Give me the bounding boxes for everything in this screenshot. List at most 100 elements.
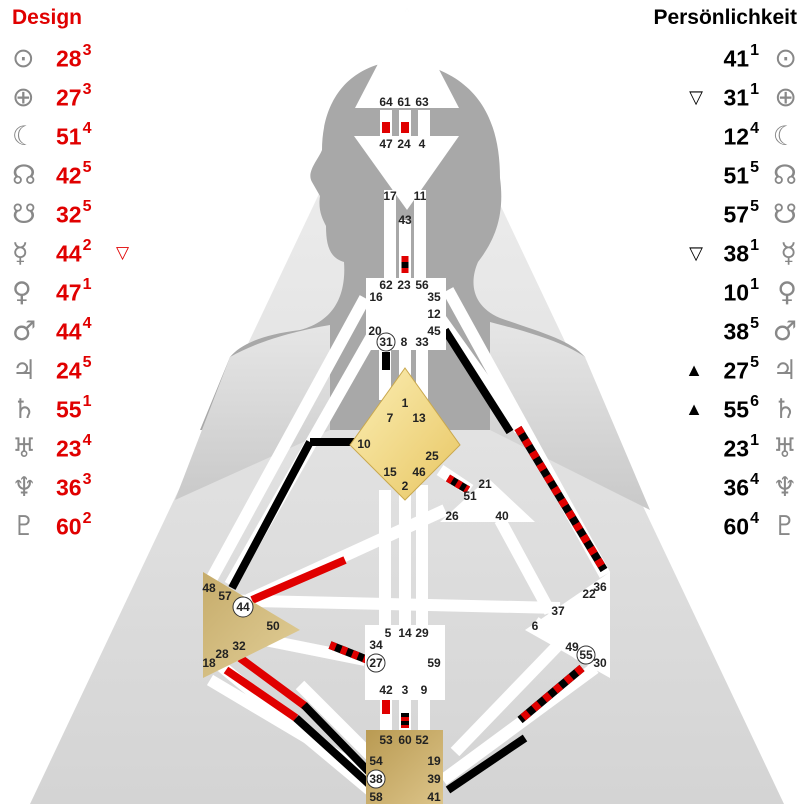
gate-label: 64 bbox=[379, 95, 393, 109]
design-row-south-node: ☋325 bbox=[12, 198, 142, 232]
personality-row-pluto: ♇604 bbox=[667, 510, 798, 544]
line-number: 5 bbox=[82, 159, 92, 176]
design-gate-value: 514 bbox=[56, 120, 92, 151]
gate-label: 60 bbox=[398, 733, 412, 747]
jupiter-icon: ♃ bbox=[772, 355, 797, 386]
venus-icon: ♀ bbox=[777, 277, 797, 308]
line-number: 1 bbox=[750, 237, 759, 254]
design-gate-value: 273 bbox=[56, 81, 92, 112]
design-row-jupiter: ♃245 bbox=[12, 354, 142, 388]
gate-label: 16 bbox=[369, 290, 383, 304]
personality-row-earth: ⊕311▽ bbox=[667, 81, 797, 115]
gate-number: 60 bbox=[56, 513, 82, 540]
gate-label: 40 bbox=[495, 509, 509, 523]
heart-center bbox=[440, 478, 535, 522]
design-row-venus: ♀471 bbox=[12, 276, 142, 310]
gate-label: 49 bbox=[565, 640, 579, 654]
gate-number: 55 bbox=[56, 396, 82, 423]
design-row-sun: ⊙283 bbox=[12, 42, 142, 76]
gate-label: 1 bbox=[402, 396, 409, 410]
personality-gate-value: 385 bbox=[724, 315, 760, 346]
line-number: 2 bbox=[82, 510, 92, 527]
gate-label: 28 bbox=[215, 647, 229, 661]
personality-row-south-node: ☋575 bbox=[667, 198, 798, 232]
gate-label: 52 bbox=[415, 733, 429, 747]
gate-label: 39 bbox=[427, 772, 441, 786]
gate-label: 43 bbox=[398, 213, 412, 227]
gate-label: 38 bbox=[369, 772, 383, 786]
line-number: 2 bbox=[82, 237, 92, 254]
design-column: ⊙283⊕273☾514☊425☋325☿442▽♀471♂444♃245♄55… bbox=[12, 42, 152, 542]
gate-label: 5 bbox=[385, 626, 392, 640]
moon-icon: ☾ bbox=[772, 121, 797, 152]
gate-label: 2 bbox=[402, 479, 409, 493]
mars-icon: ♂ bbox=[12, 316, 37, 347]
design-gate-value: 551 bbox=[56, 393, 92, 424]
gate-label: 25 bbox=[425, 449, 439, 463]
line-number: 5 bbox=[750, 159, 759, 176]
personality-row-jupiter: ♃275▲ bbox=[667, 354, 797, 388]
gate-number: 12 bbox=[723, 123, 750, 150]
design-gate-value: 325 bbox=[56, 198, 92, 229]
personality-row-venus: ♀ 101 bbox=[667, 276, 798, 310]
mercury-icon: ☿ bbox=[780, 238, 797, 269]
personality-row-sun: ⊙411 bbox=[667, 42, 798, 76]
personality-gate-value: 411 bbox=[723, 42, 760, 73]
gate-label: 47 bbox=[379, 137, 393, 151]
design-gate-value: 425 bbox=[56, 159, 92, 190]
jupiter-icon: ♃ bbox=[12, 355, 37, 386]
personality-row-mars: ♂385 bbox=[667, 315, 798, 349]
line-number: 4 bbox=[82, 120, 92, 137]
gate-label: 56 bbox=[415, 278, 429, 292]
gate-number: 44 bbox=[56, 318, 82, 345]
gate-label: 41 bbox=[427, 790, 441, 804]
earth-icon: ⊕ bbox=[774, 82, 797, 113]
personality-row-mercury: ☿381▽ bbox=[667, 237, 797, 271]
line-number: 4 bbox=[82, 432, 92, 449]
gate-label: 45 bbox=[427, 324, 441, 338]
spleen-center bbox=[203, 572, 300, 678]
gate-label: 37 bbox=[551, 604, 565, 618]
ajna-center bbox=[354, 136, 459, 210]
personality-row-neptune: ♆364 bbox=[667, 471, 798, 505]
gate-label: 58 bbox=[369, 790, 383, 804]
gate-number: 41 bbox=[723, 45, 750, 72]
gate-label: 46 bbox=[412, 465, 426, 479]
triangle-marker-icon: ▽ bbox=[116, 243, 130, 262]
gate-label: 48 bbox=[202, 581, 216, 595]
gate-number: 10 bbox=[723, 279, 750, 306]
gate-number: 27 bbox=[56, 84, 82, 111]
line-number: 1 bbox=[750, 42, 759, 59]
north-node-icon: ☊ bbox=[773, 160, 797, 191]
gate-label: 29 bbox=[415, 626, 429, 640]
design-gate-value: 363 bbox=[56, 471, 92, 502]
gate-label: 12 bbox=[427, 307, 441, 321]
south-node-icon: ☋ bbox=[773, 199, 797, 230]
gate-number: 32 bbox=[56, 201, 82, 228]
neptune-icon: ♆ bbox=[12, 472, 37, 503]
gate-label: 50 bbox=[266, 619, 280, 633]
gate-number: 60 bbox=[723, 513, 750, 540]
gate-label: 11 bbox=[414, 189, 427, 203]
uranus-icon: ♅ bbox=[772, 433, 797, 464]
design-row-mercury: ☿442▽ bbox=[12, 237, 142, 271]
triangle-marker-icon: ▽ bbox=[689, 243, 703, 263]
gate-label: 4 bbox=[419, 137, 426, 151]
gate-label: 35 bbox=[427, 290, 441, 304]
design-row-north-node: ☊425 bbox=[12, 159, 142, 193]
moon-icon: ☾ bbox=[12, 121, 37, 152]
personality-row-moon: ☾124 bbox=[667, 120, 798, 154]
gate-number: 23 bbox=[56, 435, 82, 462]
line-number: 4 bbox=[750, 471, 759, 488]
gate-label: 31 bbox=[379, 335, 393, 349]
gate-label: 6 bbox=[532, 619, 539, 633]
line-number: 1 bbox=[750, 276, 759, 293]
line-number: 5 bbox=[750, 354, 759, 371]
gate-label: 15 bbox=[383, 465, 397, 479]
gate-label: 51 bbox=[463, 489, 477, 503]
neptune-icon: ♆ bbox=[772, 472, 797, 503]
gate-label: 24 bbox=[397, 137, 411, 151]
design-row-mars: ♂444 bbox=[12, 315, 142, 349]
design-gate-value: 283 bbox=[56, 42, 92, 73]
saturn-icon: ♄ bbox=[12, 394, 37, 425]
